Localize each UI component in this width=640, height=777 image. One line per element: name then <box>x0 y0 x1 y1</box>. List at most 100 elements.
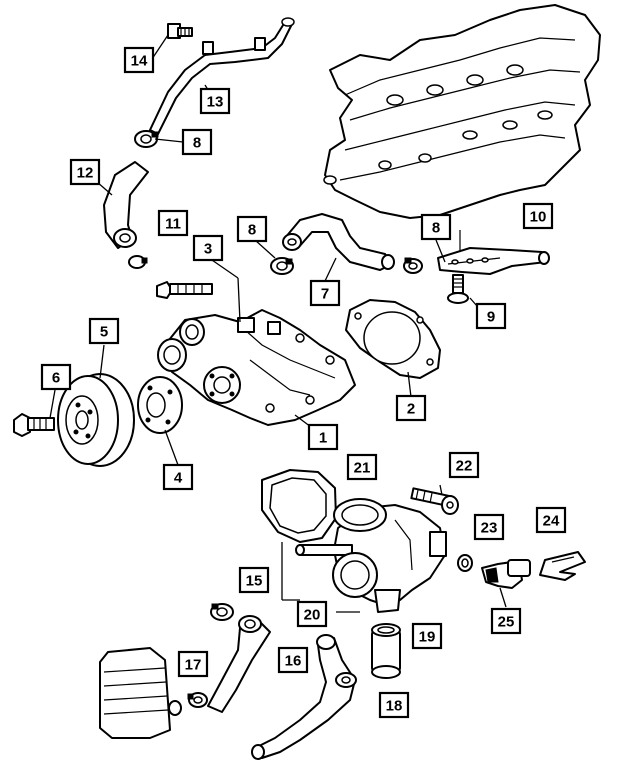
callout-23: 23 <box>473 513 505 541</box>
coolant-tube-part-19 <box>371 623 401 679</box>
thermostat-housing-part-20 <box>295 498 447 613</box>
callout-3: 3 <box>192 234 224 262</box>
callout-number: 10 <box>530 209 547 226</box>
callout-box <box>473 513 505 541</box>
water-pump-part-1 <box>157 309 356 426</box>
callout-number: 20 <box>304 607 321 624</box>
callout-number: 3 <box>204 241 212 258</box>
intake-manifold <box>323 4 601 219</box>
hose-clamp-part-8-right <box>403 257 423 274</box>
heater-hose-part-17 <box>207 615 271 713</box>
callout-8b: 8 <box>236 215 268 243</box>
pump-gasket-part-2 <box>345 299 441 379</box>
callout-7: 7 <box>309 279 341 307</box>
callout-2: 2 <box>395 394 427 422</box>
callout-box <box>522 202 554 230</box>
callout-box <box>309 279 341 307</box>
callout-15: 15 <box>238 566 270 594</box>
oil-cooler <box>99 647 182 739</box>
callout-box <box>277 646 309 674</box>
callout-18: 18 <box>378 691 410 719</box>
bolt-part-22 <box>410 487 459 515</box>
callout-number: 5 <box>100 324 108 341</box>
callout-number: 18 <box>386 698 403 715</box>
callout-number: 9 <box>487 309 495 326</box>
callout-25: 25 <box>490 607 522 635</box>
bolt-part-9 <box>447 274 469 304</box>
callout-number: 22 <box>456 458 473 475</box>
callout-16: 16 <box>277 646 309 674</box>
callout-20: 20 <box>296 600 328 628</box>
callout-13: 13 <box>199 87 231 115</box>
callout-6: 6 <box>40 363 72 391</box>
hose-clamp-part-17-lower <box>187 692 208 708</box>
o-ring-part-23 <box>457 554 473 572</box>
temperature-sensor-part-25 <box>481 559 531 589</box>
callout-number: 25 <box>498 614 515 631</box>
callout-24: 24 <box>535 506 567 534</box>
callout-number: 12 <box>77 165 94 182</box>
callout-box <box>395 394 427 422</box>
callout-17: 17 <box>177 650 209 678</box>
callout-box <box>192 234 224 262</box>
callout-21: 21 <box>346 453 378 481</box>
coolant-hose-part-16 <box>251 634 357 760</box>
bolt-part-14 <box>167 23 193 39</box>
callout-box <box>88 317 120 345</box>
callout-5: 5 <box>88 317 120 345</box>
callout-number: 8 <box>432 220 440 237</box>
callout-number: 21 <box>354 460 371 477</box>
callout-box <box>181 128 213 156</box>
callout-number: 8 <box>248 222 256 239</box>
callout-box <box>177 650 209 678</box>
callout-box <box>378 691 410 719</box>
callout-number: 15 <box>246 573 263 590</box>
callout-number: 1 <box>319 430 327 447</box>
callout-box <box>40 363 72 391</box>
retaining-clip-part-24 <box>539 551 586 581</box>
callout-number: 13 <box>207 94 224 111</box>
callout-4: 4 <box>162 463 194 491</box>
bolt-part-3 <box>156 281 213 299</box>
callout-number: 8 <box>193 135 201 152</box>
callout-box <box>420 213 452 241</box>
callout-box <box>475 302 507 330</box>
callout-19: 19 <box>411 622 443 650</box>
callout-number: 23 <box>481 520 498 537</box>
pulley-part-5 <box>57 373 135 467</box>
callout-box <box>307 423 339 451</box>
hose-clamp-part-8-top <box>134 130 159 148</box>
callout-box <box>238 566 270 594</box>
callout-8c: 8 <box>420 213 452 241</box>
callout-10: 10 <box>522 202 554 230</box>
callout-number: 6 <box>52 370 60 387</box>
callout-box <box>490 607 522 635</box>
callout-box <box>535 506 567 534</box>
bolt-part-6 <box>13 413 55 437</box>
callout-8a: 8 <box>181 128 213 156</box>
coolant-tube-part-13 <box>149 17 295 135</box>
housing-gasket-part-21 <box>261 469 337 543</box>
callout-number: 19 <box>419 629 436 646</box>
tube-bracket-part-10 <box>437 230 550 275</box>
callout-14: 14 <box>123 46 155 74</box>
hub-flange-part-4 <box>137 376 183 434</box>
callout-9: 9 <box>475 302 507 330</box>
callout-box <box>411 622 443 650</box>
callout-12: 12 <box>69 158 101 186</box>
callout-1: 1 <box>307 423 339 451</box>
callout-11: 11 <box>157 209 189 237</box>
callout-box <box>123 46 155 74</box>
callout-box <box>199 87 231 115</box>
callout-box <box>296 600 328 628</box>
callout-number: 14 <box>131 53 148 70</box>
heater-hose-part-12 <box>103 161 149 269</box>
callout-box <box>69 158 101 186</box>
callout-number: 24 <box>543 513 560 530</box>
hose-clamp-part-15 <box>210 603 234 621</box>
callout-number: 7 <box>321 286 329 303</box>
callout-box <box>346 453 378 481</box>
callout-number: 2 <box>407 401 415 418</box>
